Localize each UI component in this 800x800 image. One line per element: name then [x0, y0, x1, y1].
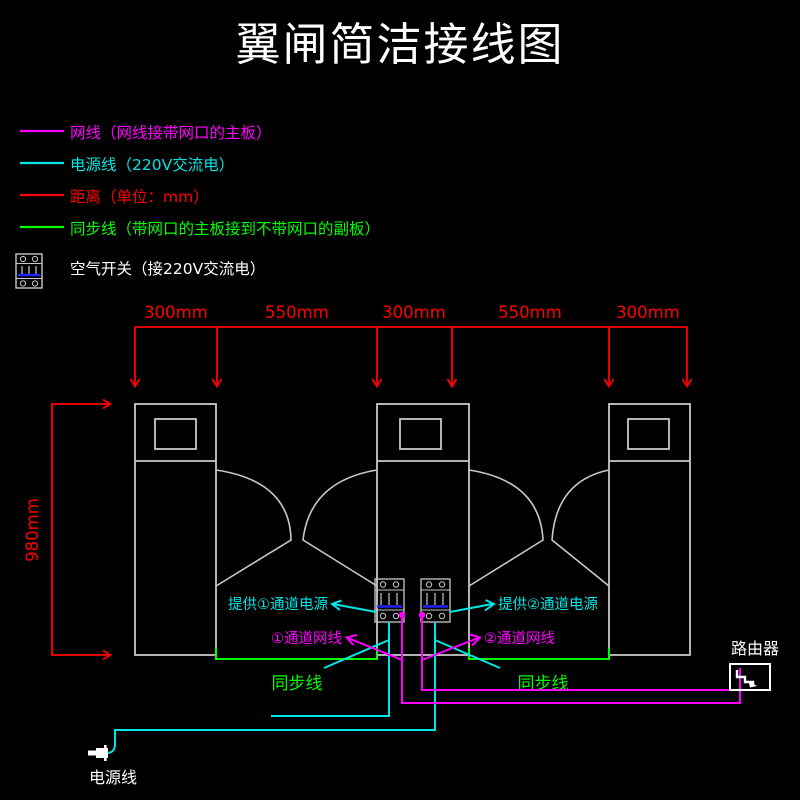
legend-label-air-switch: 空气开关（接220V交流电）	[70, 260, 265, 278]
vertical-dimension-label: 980mm	[23, 498, 42, 562]
power-plug-label: 电源线	[89, 768, 137, 787]
label-lane1-network: ①通道网线	[271, 630, 342, 647]
legend-label-distance: 距离（单位：mm）	[70, 188, 209, 206]
label-lane2-power: 提供②通道电源	[498, 596, 598, 613]
legend-label-power-cable: 电源线（220V交流电）	[70, 156, 234, 174]
power-wire-lane1-drop	[271, 622, 390, 717]
dimension-label-2: 300mm	[382, 303, 446, 322]
gate-pillars	[134, 403, 691, 656]
power-plug-icon	[88, 743, 116, 761]
network-leader-lane2-head	[469, 633, 482, 647]
label-lane2-network: ②通道网线	[484, 630, 555, 647]
power-wire-bus	[114, 716, 436, 744]
gate-pillar-right	[608, 403, 691, 656]
sync-label-left: 同步线	[272, 674, 323, 694]
dimension-label-0: 300mm	[144, 303, 208, 322]
wing-right-lane2	[551, 469, 610, 587]
power-branch-lane1	[323, 639, 390, 669]
power-leader-lane1-head	[329, 599, 342, 611]
network-wires	[344, 611, 741, 704]
sync-line-right	[468, 648, 610, 660]
legend: 网线（网线接带网口的主板） 电源线（220V交流电） 距离（单位：mm） 同步线…	[15, 124, 380, 289]
legend-label-sync-cable: 同步线（带网口的主板接到不带网口的副板）	[70, 220, 380, 238]
power-branch-lane2	[434, 639, 501, 669]
dimension-label-4: 300mm	[616, 303, 680, 322]
network-leader-lane2	[421, 637, 479, 661]
power-leader-lane2	[449, 603, 493, 613]
power-plug-device: 电源线	[88, 743, 137, 787]
router-device: 路由器	[729, 639, 779, 691]
router-label: 路由器	[731, 639, 779, 658]
legend-label-network-cable: 网线（网线接带网口的主板）	[70, 124, 272, 142]
vertical-dimension: 980mm	[23, 398, 113, 661]
horizontal-dimensions: 300mm 550mm 300mm 550mm 300mm	[129, 303, 693, 389]
wing-left-lane1	[215, 469, 292, 587]
card-reader-left	[154, 418, 197, 450]
network-node-lane2	[418, 611, 426, 619]
dimension-label-3: 550mm	[498, 303, 562, 322]
gate-wings	[215, 469, 610, 587]
gate-pillar-left	[134, 403, 217, 656]
label-lane1-power: 提供①通道电源	[228, 596, 328, 613]
wing-left-lane2	[468, 469, 544, 587]
circuit-breaker-icon	[15, 253, 43, 289]
router-icon	[729, 663, 771, 691]
sync-line-left	[215, 648, 378, 660]
network-wire-lane2	[421, 615, 740, 691]
network-leader-lane1	[347, 637, 403, 661]
network-node-lane1	[398, 611, 406, 619]
sync-lines	[215, 648, 610, 660]
network-leader-lane1-head	[344, 634, 358, 646]
power-leader-lane1	[332, 603, 377, 613]
page-title: 翼闸简洁接线图	[235, 18, 565, 71]
power-leader-lane2-head	[484, 599, 496, 612]
wing-right-lane1	[302, 469, 378, 587]
card-reader-right	[627, 418, 670, 450]
card-reader-center	[399, 418, 442, 450]
dimension-label-1: 550mm	[265, 303, 329, 322]
